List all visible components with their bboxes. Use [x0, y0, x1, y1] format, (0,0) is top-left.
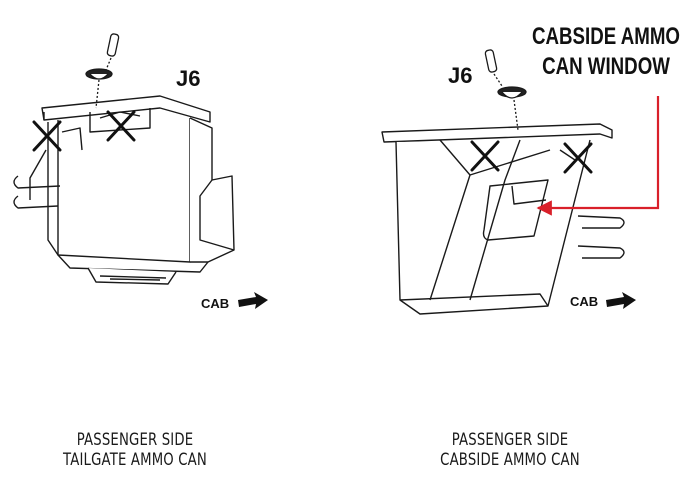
pin-icon — [105, 33, 120, 71]
left-cab-label: CAB — [201, 296, 229, 311]
cross-mark-icon — [563, 142, 593, 174]
right-cab-label: CAB — [570, 294, 598, 309]
right-caption-line1: PASSENGER SIDE — [451, 430, 569, 450]
callout-title-line1: CABSIDE AMMO — [532, 23, 680, 50]
callout-arrow — [536, 96, 660, 216]
left-caption-line1: PASSENGER SIDE — [76, 430, 194, 450]
callout-title-line2: CAN WINDOW — [542, 53, 670, 80]
tailgate-ammo-can-illustration — [13, 95, 235, 285]
pin-icon — [484, 49, 503, 87]
left-fastener-label: J6 — [176, 66, 200, 91]
right-caption: PASSENGER SIDE CABSIDE AMMO CAN — [432, 430, 588, 470]
arrow-right-icon — [606, 292, 636, 309]
cross-mark-icon — [32, 120, 62, 152]
cross-mark-icon — [470, 140, 500, 172]
left-caption-line2: TAILGATE AMMO CAN — [63, 450, 207, 470]
right-fastener-label: J6 — [448, 63, 472, 88]
cross-mark-icon — [106, 110, 136, 142]
cabside-window — [482, 179, 549, 241]
left-caption: PASSENGER SIDE TAILGATE AMMO CAN — [61, 430, 209, 470]
cabside-ammo-can-illustration — [381, 123, 625, 315]
right-caption-line2: CABSIDE AMMO CAN — [440, 450, 580, 470]
arrow-right-icon — [238, 292, 268, 309]
rivet-icon — [497, 86, 527, 131]
rivet-icon — [85, 68, 113, 109]
